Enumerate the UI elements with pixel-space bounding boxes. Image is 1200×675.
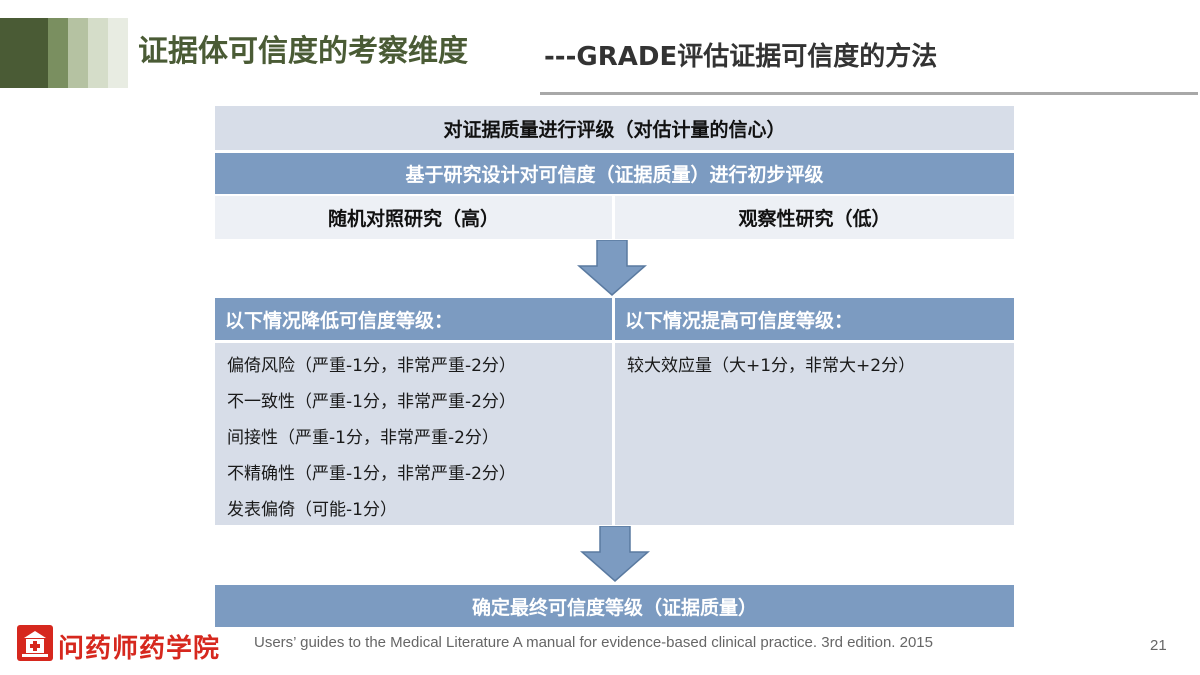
rct-box: 随机对照研究（高） xyxy=(215,196,612,239)
list-item: 偏倚风险（严重-1分，非常严重-2分） xyxy=(227,356,516,376)
observational-box: 观察性研究（低） xyxy=(615,196,1014,239)
downgrade-header: 以下情况降低可信度等级： xyxy=(215,298,612,340)
confidence-rating-box: 对证据质量进行评级（对估计量的信心） xyxy=(215,106,1014,150)
upgrade-header: 以下情况提高可信度等级： xyxy=(615,298,1014,340)
final-rating-box: 确定最终可信度等级（证据质量） xyxy=(215,585,1014,627)
header-stripe-1 xyxy=(0,18,48,88)
header-stripe-2 xyxy=(48,18,68,88)
list-item: 间接性（严重-1分，非常严重-2分） xyxy=(227,428,499,448)
header-stripe-5 xyxy=(108,18,128,88)
page-title: 证据体可信度的考察维度 xyxy=(138,34,468,69)
header-stripe-3 xyxy=(68,18,88,88)
logo-icon xyxy=(17,625,53,661)
down-arrow-icon xyxy=(577,240,647,296)
title-underline xyxy=(540,92,1198,95)
header-stripe-4 xyxy=(88,18,108,88)
initial-rating-box: 基于研究设计对可信度（证据质量）进行初步评级 xyxy=(215,153,1014,194)
page-number: 21 xyxy=(1150,637,1167,654)
logo-text: 问药师药学院 xyxy=(58,634,221,664)
down-arrow-icon xyxy=(580,526,650,582)
list-item: 不精确性（严重-1分，非常严重-2分） xyxy=(227,464,516,484)
list-item: 较大效应量（大+1分，非常大+2分） xyxy=(627,356,916,376)
list-item: 发表偏倚（可能-1分） xyxy=(227,500,397,520)
list-item: 不一致性（严重-1分，非常严重-2分） xyxy=(227,392,516,412)
upgrade-list: 较大效应量（大+1分，非常大+2分） xyxy=(615,343,1014,525)
downgrade-list: 偏倚风险（严重-1分，非常严重-2分） 不一致性（严重-1分，非常严重-2分） … xyxy=(215,343,612,525)
page-subtitle: ---GRADE评估证据可信度的方法 xyxy=(544,42,938,72)
reference-citation: Users’ guides to the Medical Literature … xyxy=(254,634,933,651)
